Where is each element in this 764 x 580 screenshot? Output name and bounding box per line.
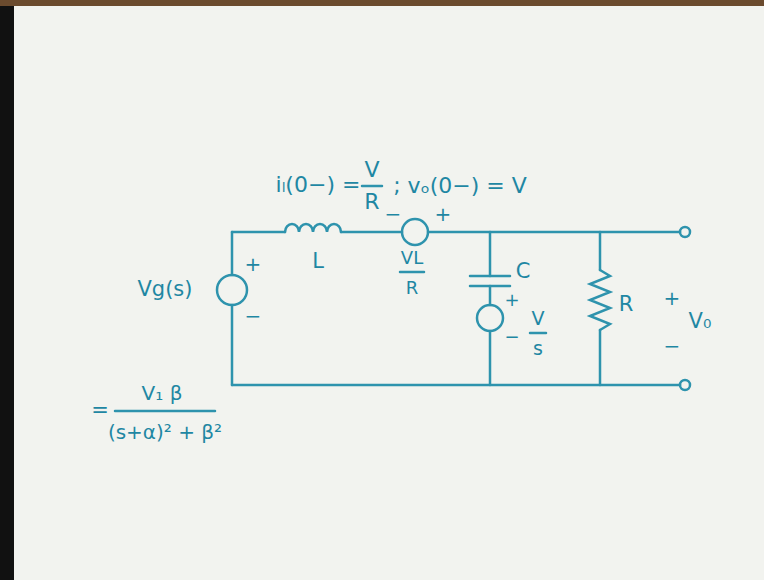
component-name: C xyxy=(516,260,531,283)
inductor-symbol xyxy=(285,224,341,232)
fraction-numerator: V xyxy=(532,308,545,329)
voltage-source-symbol xyxy=(402,219,428,245)
polarity-sign: + xyxy=(664,287,681,309)
fraction-bar xyxy=(530,332,546,335)
wire xyxy=(489,331,492,385)
voltage-name: V₀ xyxy=(689,310,712,333)
polarity-sign: + xyxy=(435,203,452,225)
component-name: L xyxy=(312,250,324,273)
polarity-sign: − xyxy=(245,305,262,327)
wire xyxy=(489,286,492,305)
component-name: R xyxy=(619,293,634,316)
terminal xyxy=(680,227,690,237)
wire xyxy=(599,232,602,270)
fraction-bar xyxy=(400,271,424,274)
polarity-sign: + xyxy=(504,290,519,310)
fraction-denominator: (s+α)² + β² xyxy=(108,421,222,443)
wire xyxy=(341,231,402,234)
fraction-denominator: R xyxy=(406,278,419,298)
voltage-source-symbol xyxy=(217,275,247,305)
wire xyxy=(231,305,234,385)
frame-edge xyxy=(0,0,14,580)
polarity-sign: − xyxy=(504,327,519,347)
terminal xyxy=(680,380,690,390)
fraction-numerator: V₁ β xyxy=(142,382,183,404)
polarity-sign: − xyxy=(385,203,402,225)
equation-text: ; vₒ(0−) = V xyxy=(393,174,527,198)
wire xyxy=(599,330,602,385)
capacitor-symbol xyxy=(470,275,510,278)
polarity-sign: − xyxy=(664,335,681,357)
fraction-numerator: VL xyxy=(401,248,423,268)
fraction-bar xyxy=(362,185,382,188)
voltage-source-symbol xyxy=(477,305,503,331)
equals-sign: = xyxy=(91,399,109,422)
resistor-symbol xyxy=(590,270,610,330)
fraction-numerator: V xyxy=(364,158,379,182)
fraction-denominator: s xyxy=(533,338,543,359)
source-name: Vg(s) xyxy=(137,278,192,301)
wire xyxy=(232,231,285,234)
equation-text: iₗ(0−) = xyxy=(276,173,361,197)
wire xyxy=(231,232,234,275)
wire xyxy=(232,384,680,387)
fraction-denominator: R xyxy=(364,190,379,214)
wire xyxy=(428,231,680,234)
frame-edge xyxy=(0,0,764,6)
polarity-sign: + xyxy=(245,253,262,275)
fraction-bar xyxy=(115,410,215,413)
wire xyxy=(489,232,492,276)
